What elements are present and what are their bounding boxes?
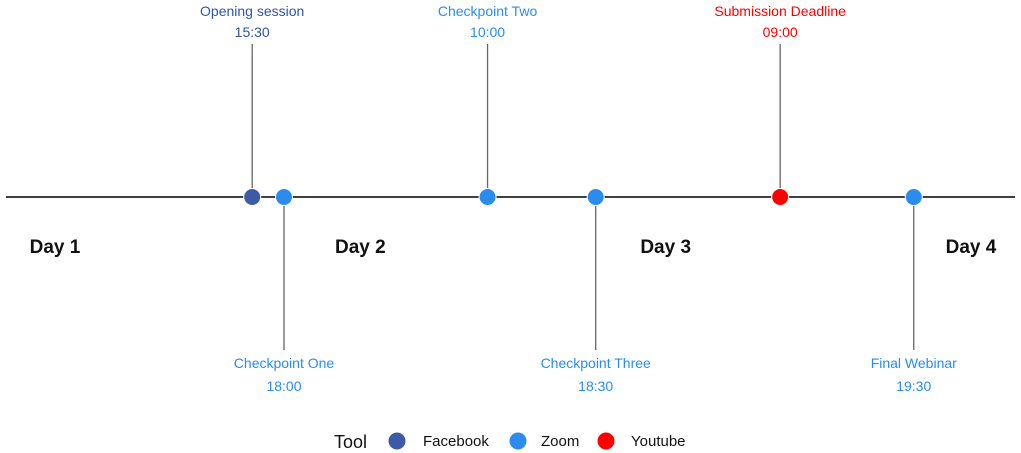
legend-label-youtube: Youtube [631,433,686,450]
day-label-day-3: Day 3 [640,237,691,258]
event-points [243,188,923,206]
event-time-label: 09:00 [763,24,798,40]
day-labels: Day 1 Day 2 Day 3 Day 4 [30,237,997,258]
event-name-label: Submission Deadline [714,3,846,19]
event-time-label: 19:30 [896,378,931,394]
event-point-final-webinar [904,188,923,206]
event-point-checkpoint-three [586,188,605,206]
event-point-checkpoint-two [478,188,497,206]
event-name-label: Opening session [200,3,304,19]
day-label-day-1: Day 1 [30,237,81,258]
event-point-submission-deadline [771,188,790,206]
event-time-label: 18:30 [578,378,613,394]
event-name-label: Checkpoint Three [541,355,651,371]
legend-label-facebook: Facebook [423,433,489,450]
legend-label-zoom: Zoom [541,433,579,450]
event-point-opening-session [243,188,262,206]
event-time-label: 10:00 [470,24,505,40]
event-time-label: 15:30 [235,24,270,40]
legend-swatch-zoom [509,432,527,450]
event-name-label: Checkpoint Two [438,3,538,19]
event-stems [251,44,915,350]
legend-items: Facebook Zoom Youtube [388,432,686,450]
event-point-checkpoint-one [275,188,293,206]
event-name-label: Checkpoint One [234,355,335,371]
legend: Tool Facebook Zoom Youtube [334,432,686,452]
event-name-label: Final Webinar [871,355,957,371]
day-label-day-4: Day 4 [946,237,997,258]
legend-swatch-youtube [597,432,615,450]
day-label-day-2: Day 2 [335,237,386,258]
legend-title: Tool [334,432,367,452]
event-time-label: 18:00 [266,378,301,394]
legend-swatch-facebook [388,432,406,450]
